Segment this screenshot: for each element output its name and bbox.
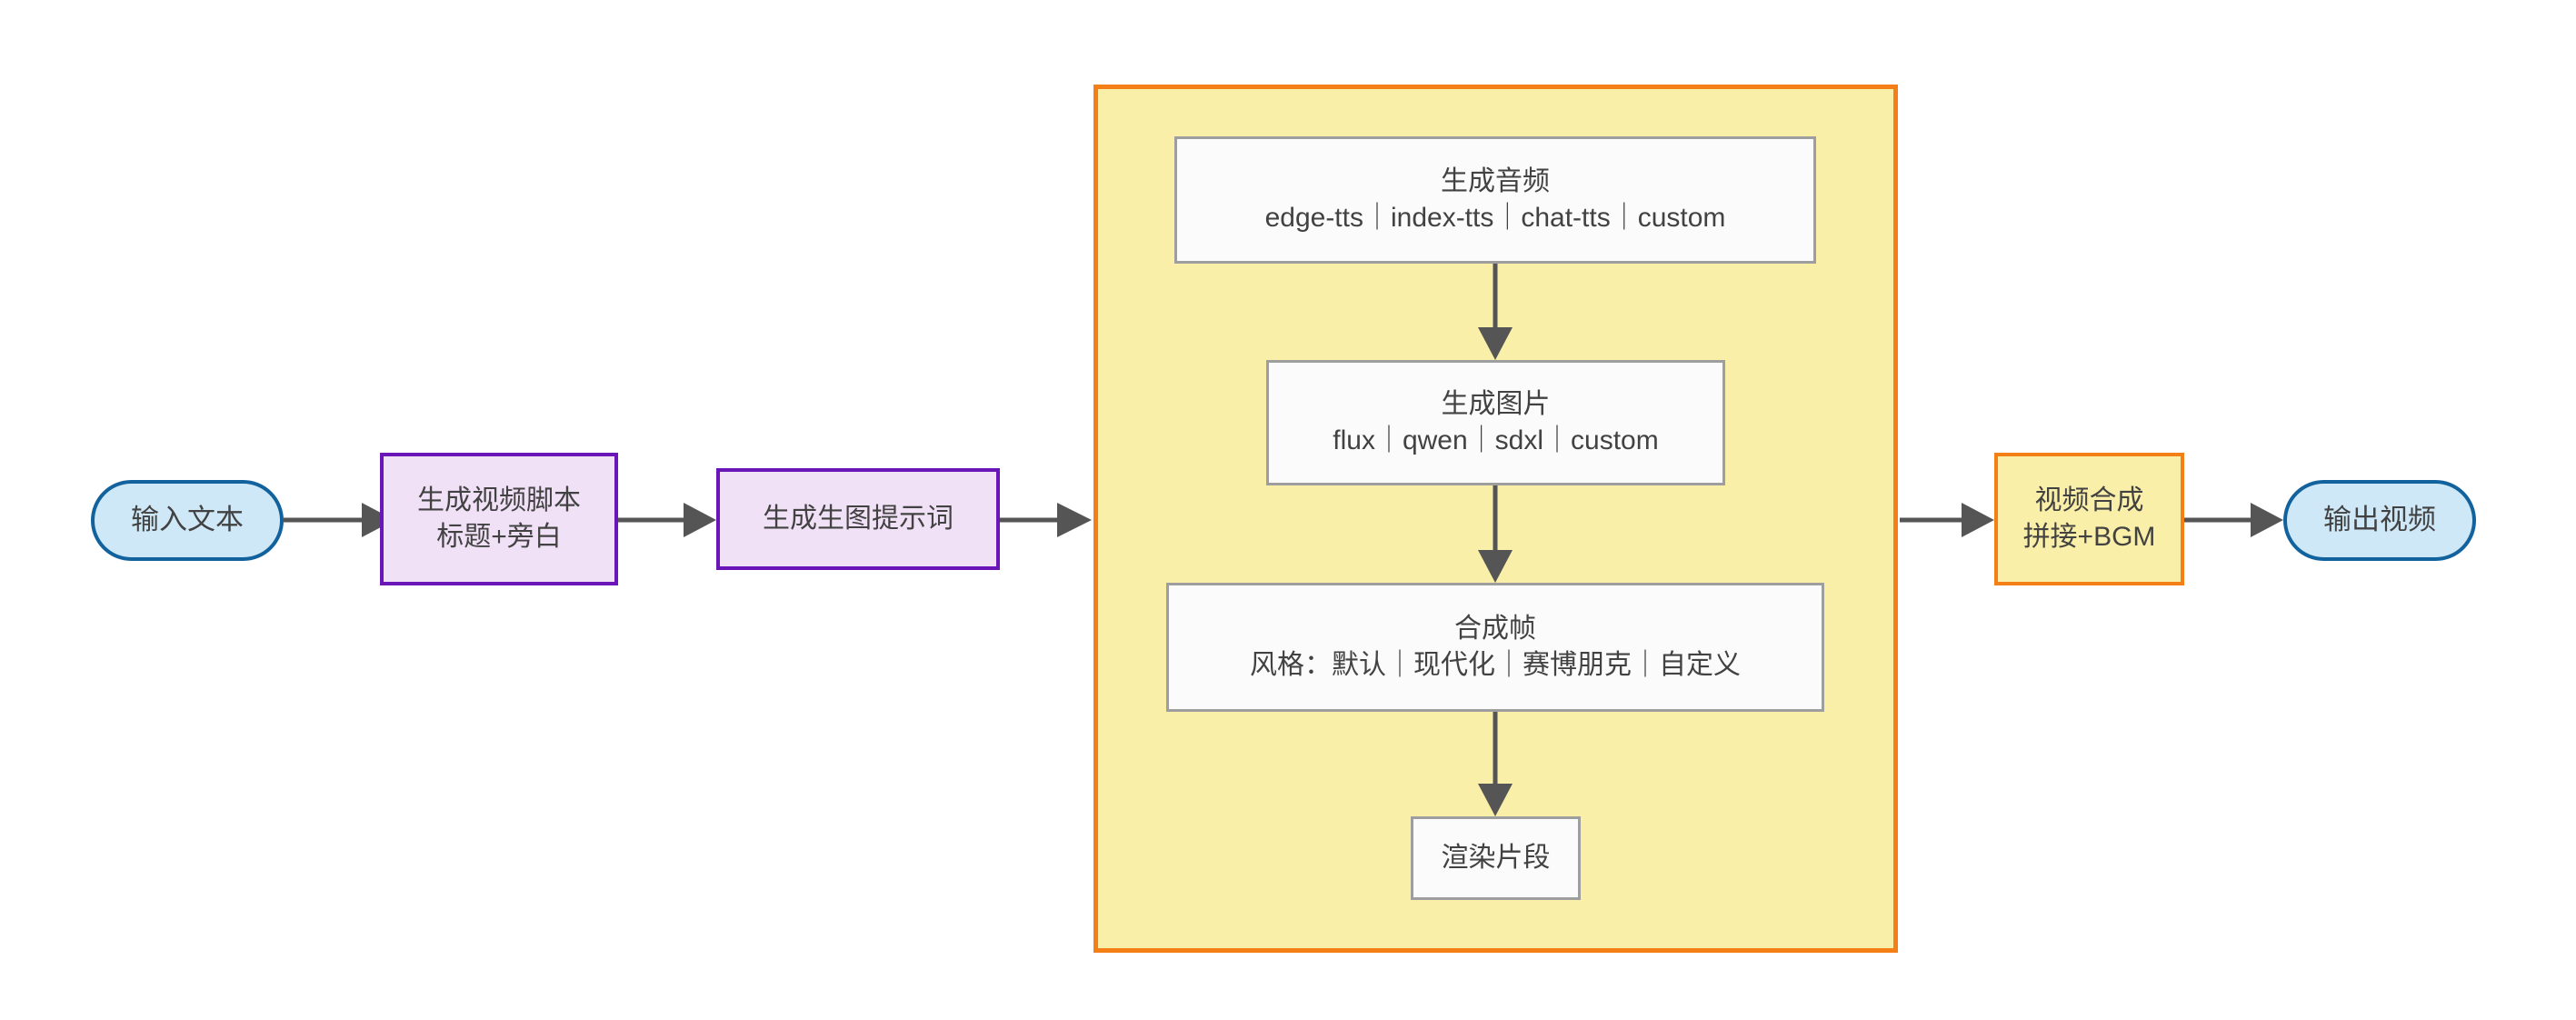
- node-generate-script-line2: 标题+旁白: [436, 522, 562, 552]
- edge-prompt-to-audio: [1000, 503, 1092, 537]
- node-compose-frame[interactable]: 合成帧 风格：默认｜现代化｜赛博朋克｜自定义: [1166, 583, 1824, 712]
- node-generate-prompt-line1: 生成生图提示词: [763, 504, 954, 535]
- node-generate-image-line1: 生成图片: [1441, 389, 1551, 420]
- node-generate-script-line1: 生成视频脚本: [417, 485, 581, 516]
- node-compose-frame-line2: 风格：默认｜现代化｜赛博朋克｜自定义: [1250, 650, 1741, 680]
- node-generate-image-line2: flux｜qwen｜sdxl｜custom: [1333, 425, 1659, 455]
- edge-render-to-merge: [1900, 503, 1994, 537]
- node-input-text-label: 输入文本: [131, 504, 244, 536]
- node-output-video-label: 输出视频: [2323, 504, 2436, 536]
- node-render-clip[interactable]: 渲染片段: [1411, 816, 1581, 900]
- node-generate-script[interactable]: 生成视频脚本 标题+旁白: [380, 453, 618, 585]
- edge-script-to-prompt: [618, 503, 716, 537]
- node-generate-audio-line1: 生成音频: [1441, 166, 1550, 197]
- node-compose-frame-line1: 合成帧: [1454, 614, 1536, 645]
- node-video-merge-line2: 拼接+BGM: [2022, 522, 2156, 552]
- node-video-merge-line1: 视频合成: [2034, 485, 2144, 516]
- edge-merge-to-output: [2183, 503, 2283, 537]
- node-video-merge[interactable]: 视频合成 拼接+BGM: [1994, 453, 2184, 585]
- node-input-text[interactable]: 输入文本: [91, 480, 284, 561]
- node-generate-audio[interactable]: 生成音频 edge-tts｜index-tts｜chat-tts｜custom: [1174, 136, 1816, 264]
- node-generate-prompt[interactable]: 生成生图提示词: [716, 468, 1000, 570]
- node-output-video[interactable]: 输出视频: [2283, 480, 2476, 561]
- edge-input-to-script: [284, 503, 394, 537]
- node-generate-audio-line2: edge-tts｜index-tts｜chat-tts｜custom: [1264, 203, 1726, 233]
- node-generate-image[interactable]: 生成图片 flux｜qwen｜sdxl｜custom: [1266, 360, 1725, 485]
- node-render-clip-line1: 渲染片段: [1441, 843, 1551, 874]
